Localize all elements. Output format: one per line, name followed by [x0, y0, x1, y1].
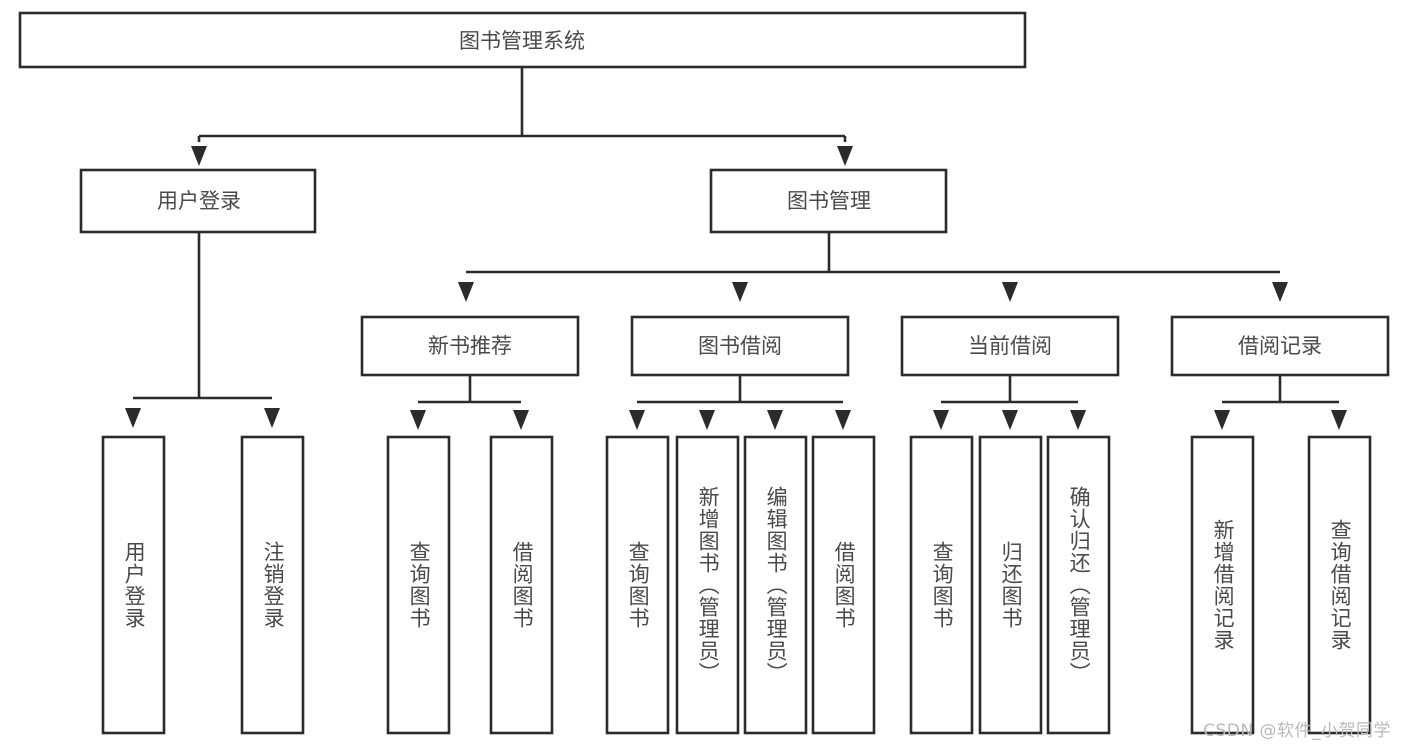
connector-root-to-level2: [191, 67, 853, 166]
connector-bookmanage-to-level3: [458, 232, 1288, 302]
node-borrow-record[interactable]: 借阅记录: [1170, 315, 1390, 377]
leaf-box-borrow-book-2[interactable]: [811, 435, 876, 735]
leaf-box-query-borrow-record[interactable]: [1307, 435, 1372, 735]
node-current-borrow-label: 当前借阅: [968, 334, 1052, 358]
connector-borrowrecord-to-leaves: [1214, 375, 1347, 430]
node-root[interactable]: 图书管理系统: [18, 11, 1027, 69]
leaf-box-edit-book-admin[interactable]: [743, 435, 808, 735]
leaf-box-add-borrow-record[interactable]: [1190, 435, 1255, 735]
leaf-box-query-book-1[interactable]: [386, 435, 451, 735]
node-borrow-record-label: 借阅记录: [1238, 334, 1322, 358]
leaf-box-query-book-2[interactable]: [605, 435, 670, 735]
node-new-book-recommend-label: 新书推荐: [428, 334, 512, 358]
leaf-box-query-book-3[interactable]: [909, 435, 974, 735]
watermark-text: CSDN @软件_小贺同学: [1203, 721, 1391, 741]
node-book-manage-label: 图书管理: [787, 189, 871, 213]
leaf-box-confirm-return-admin[interactable]: [1046, 435, 1111, 735]
node-user-login[interactable]: 用户登录: [79, 168, 317, 234]
connector-newbook-to-leaves: [410, 375, 529, 430]
leaf-box-return-book[interactable]: [978, 435, 1043, 735]
node-book-borrow[interactable]: 图书借阅: [630, 315, 850, 377]
leaf-box-user-login[interactable]: [101, 435, 166, 735]
leaf-box-add-book-admin[interactable]: [675, 435, 740, 735]
node-new-book-recommend[interactable]: 新书推荐: [360, 315, 580, 377]
node-user-login-label: 用户登录: [157, 189, 241, 213]
leaf-box-borrow-book-1[interactable]: [489, 435, 554, 735]
node-book-manage[interactable]: 图书管理: [709, 168, 948, 234]
node-current-borrow[interactable]: 当前借阅: [900, 315, 1120, 377]
connector-userlogin-to-leaves: [125, 232, 280, 428]
leaf-box-logout-login[interactable]: [240, 435, 305, 735]
connector-currentborrow-to-leaves: [933, 375, 1086, 430]
node-root-label: 图书管理系统: [459, 29, 585, 53]
node-book-borrow-label: 图书借阅: [698, 334, 782, 358]
connector-bookborrow-to-leaves: [629, 375, 851, 430]
